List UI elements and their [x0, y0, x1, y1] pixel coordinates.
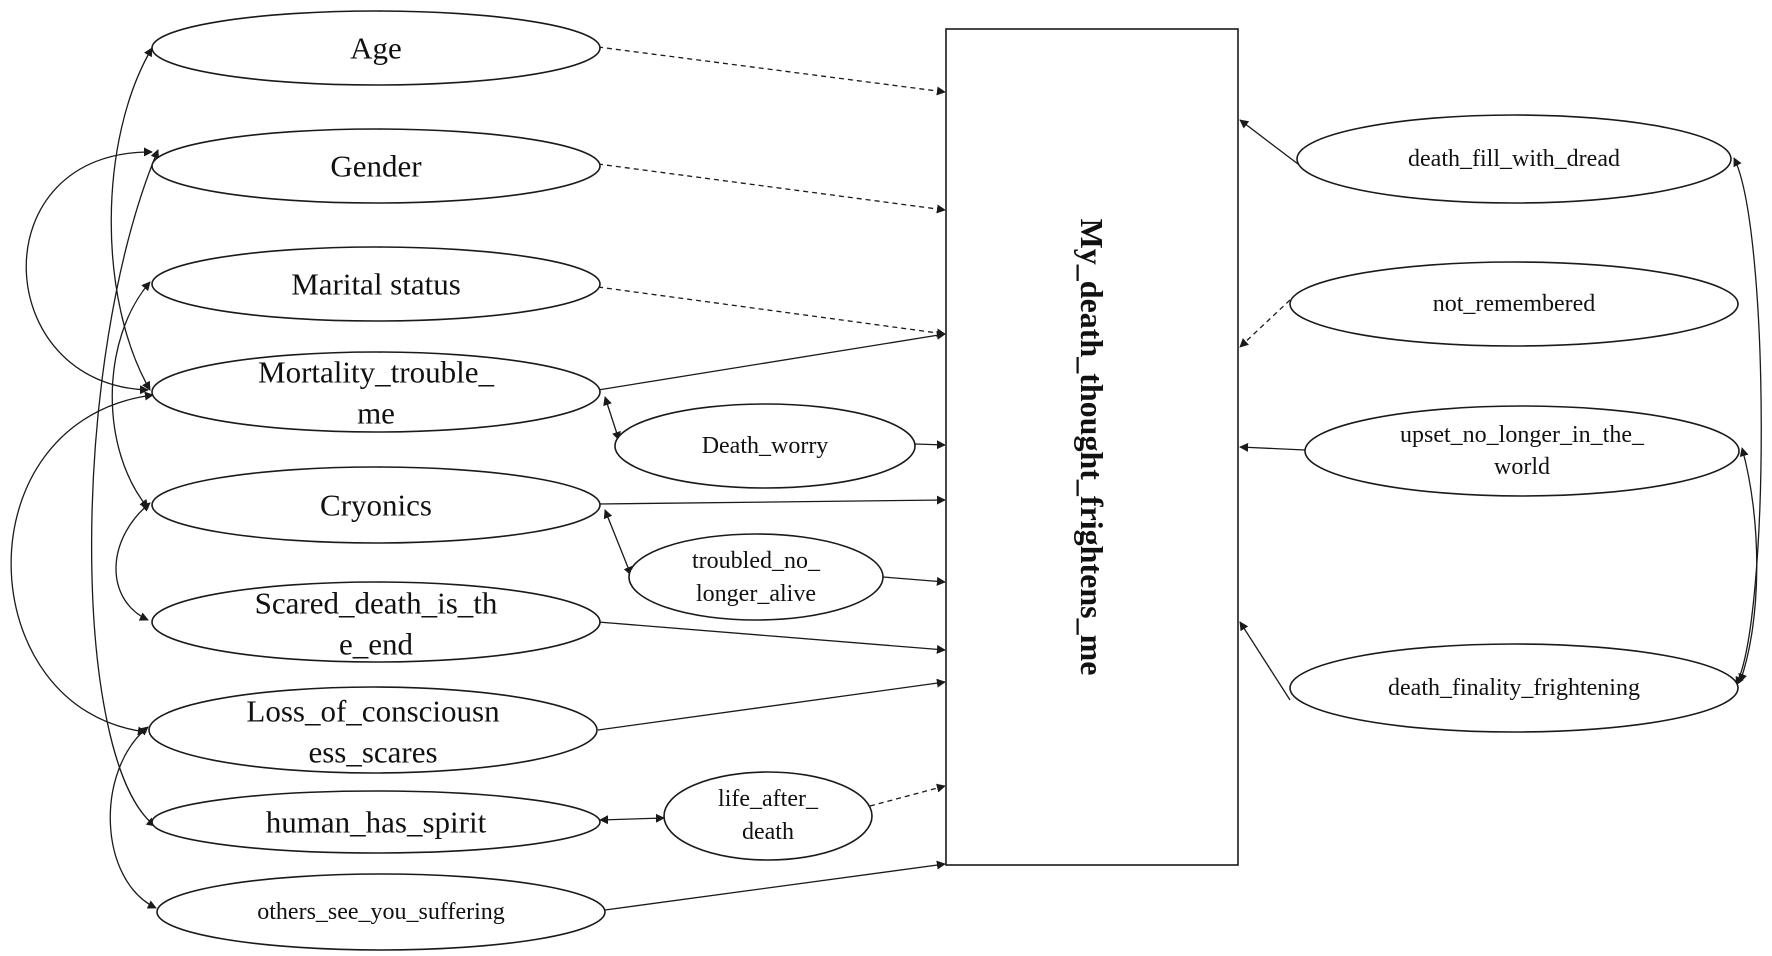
edge-mortality-outcome [597, 330, 946, 391]
node-life-after-label-2: death [742, 819, 794, 845]
node-troubled-label-2: longer_alive [696, 581, 816, 607]
node-dread: death_fill_with_dread [1296, 114, 1732, 204]
edge-marital-outcome [597, 286, 946, 338]
node-troubled: troubled_no_ longer_alive [628, 533, 884, 621]
node-not-remembered-label: not_remembered [1433, 291, 1596, 317]
node-death-worry: Death_worry [614, 403, 916, 489]
node-others-label: others_see_you_suffering [257, 899, 505, 925]
covariance-left [10, 47, 160, 909]
node-loss-label-2: ess_scares [308, 735, 437, 770]
node-finality: death_finality_frightening [1289, 643, 1739, 733]
edge-loss-outcome [597, 678, 946, 731]
node-scared-label-2: e_end [339, 627, 414, 662]
edge-life-after-outcome [869, 783, 946, 807]
node-finality-label: death_finality_frightening [1388, 675, 1640, 701]
node-troubled-label-1: troubled_no_ [692, 548, 821, 574]
edge-cryonics-outcome [597, 495, 946, 505]
node-spirit-label: human_has_spirit [266, 805, 487, 840]
edge-dread-outcome [1239, 119, 1299, 165]
link-cryonics-troubled [603, 509, 633, 576]
node-death-worry-label: Death_worry [702, 433, 829, 459]
node-life-after-label-1: life_after_ [718, 786, 819, 812]
link-spirit-life-after [599, 813, 665, 825]
node-mortality-label-2: me [357, 396, 395, 431]
node-upset: upset_no_longer_in_the_ world [1304, 405, 1740, 497]
cov-age-mortality [110, 47, 153, 391]
edge-scared-outcome [597, 621, 946, 654]
edges-to-outcome [597, 46, 1306, 911]
node-scared: Scared_death_is_th e_end [151, 581, 601, 663]
node-loss-label-1: Loss_of_consciousn [246, 694, 500, 729]
cov-upset-finality [1738, 447, 1758, 683]
node-gender-label: Gender [330, 149, 422, 184]
covariance-right [1733, 157, 1762, 686]
cov-gender-mortality [25, 147, 153, 395]
node-cryonics: Cryonics [151, 466, 601, 544]
node-not-remembered: not_remembered [1289, 261, 1739, 347]
cov-dread-finality [1733, 157, 1762, 686]
node-cryonics-label: Cryonics [320, 488, 432, 523]
node-others: others_see_you_suffering [156, 873, 606, 951]
cov-marital-cryonics [111, 281, 151, 509]
outcome-box: My_death_thought_frightens_me [945, 28, 1239, 866]
cov-mortality-loss [10, 391, 154, 736]
node-mortality: Mortality_trouble_ me [151, 351, 601, 433]
node-gender: Gender [151, 128, 601, 204]
node-life-after: life_after_ death [663, 771, 873, 861]
edge-gender-outcome [597, 163, 946, 214]
cov-loss-others [109, 726, 157, 909]
mediator-links [599, 396, 665, 825]
node-dread-label: death_fill_with_dread [1408, 146, 1620, 172]
edge-troubled-outcome [882, 576, 946, 586]
link-mortality-death-worry [603, 396, 621, 441]
node-upset-label-2: world [1494, 454, 1550, 480]
node-spirit: human_has_spirit [151, 790, 601, 854]
node-mortality-label-1: Mortality_trouble_ [258, 355, 494, 390]
edge-death-worry-outcome [914, 440, 946, 450]
node-age-label: Age [350, 31, 402, 66]
cov-cryonics-scared [115, 502, 151, 621]
node-age: Age [151, 10, 601, 86]
node-marital-label: Marital status [291, 267, 461, 302]
outcome-label: My_death_thought_frightens_me [1074, 219, 1110, 676]
node-scared-label-1: Scared_death_is_th [255, 586, 498, 621]
edge-upset-outcome [1239, 442, 1306, 452]
edge-not-remembered-outcome [1239, 299, 1291, 348]
cov-gender-spirit [90, 149, 160, 827]
node-marital: Marital status [151, 246, 601, 322]
edge-others-outcome [604, 860, 946, 911]
node-loss: Loss_of_consciousn ess_scares [148, 686, 598, 774]
edge-finality-outcome [1239, 621, 1291, 701]
node-upset-label-1: upset_no_longer_in_the_ [1400, 422, 1645, 448]
edge-age-outcome [597, 46, 946, 96]
